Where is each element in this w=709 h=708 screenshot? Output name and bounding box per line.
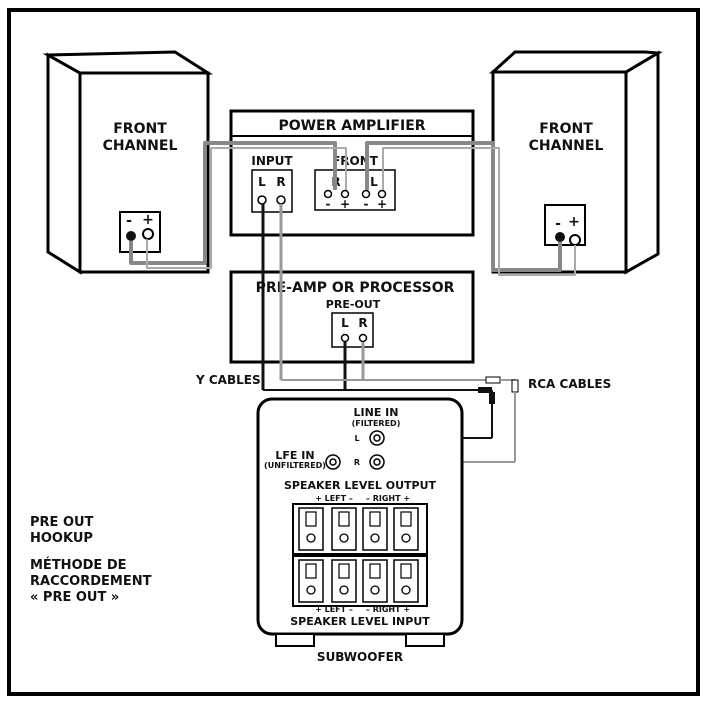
subwoofer-foot-left — [275, 633, 315, 647]
left-speaker-neg-sign: - — [126, 213, 132, 229]
power-amplifier-title: POWER AMPLIFIER — [278, 118, 425, 134]
line-in-label: LINE IN — [354, 406, 399, 419]
right-speaker-terminal-plate — [544, 204, 586, 246]
output-terminal-screw-3 — [370, 533, 380, 543]
caption-line-4: RACCORDEMENT — [30, 574, 152, 589]
preout-r-jack — [358, 333, 368, 343]
input-terminal-screw-4 — [401, 585, 411, 595]
lfe-in-unfiltered-label: (UNFILTERED) — [264, 461, 326, 470]
input-terminal-slot-1 — [305, 563, 317, 579]
amp-out-l-label: L — [370, 175, 378, 189]
output-terminal-screw-4 — [401, 533, 411, 543]
left-front-speaker — [42, 50, 214, 275]
caption-line-2: HOOKUP — [30, 531, 93, 546]
line-in-r-jack-center — [373, 458, 381, 466]
input-right-polarity-label: – RIGHT + — [366, 605, 410, 614]
preamp-title: PRE-AMP OR PROCESSOR — [256, 280, 455, 296]
input-terminal-screw-2 — [339, 585, 349, 595]
amp-out-l-pos-sign: + — [377, 197, 387, 211]
right-speaker-wire — [365, 141, 576, 276]
amp-out-r-pos-sign: + — [340, 197, 350, 211]
input-left-polarity-label: + LEFT – — [315, 605, 353, 614]
output-terminal-slot-4 — [400, 511, 412, 527]
input-terminal-slot-4 — [400, 563, 412, 579]
output-terminal-slot-3 — [369, 511, 381, 527]
lfe-in-label: LFE IN — [275, 449, 314, 462]
amp-input-l-label: L — [258, 175, 266, 189]
preout-label: PRE-OUT — [326, 298, 381, 311]
left-speaker-pos-terminal — [142, 228, 154, 240]
output-terminal-screw-2 — [339, 533, 349, 543]
speaker-level-output-label: SPEAKER LEVEL OUTPUT — [284, 479, 437, 492]
left-speaker-label-1: FRONT — [113, 121, 167, 137]
speaker-level-input-terminals — [292, 555, 428, 607]
right-speaker-neg-sign: - — [555, 216, 561, 232]
amp-input-r-jack — [276, 195, 286, 205]
right-speaker-neg-terminal — [555, 232, 565, 242]
amp-input-r-label: R — [276, 175, 285, 189]
y-cable-left — [261, 204, 492, 391]
left-speaker-neg-terminal — [126, 231, 136, 241]
output-terminal-1 — [298, 507, 324, 551]
right-speaker-label-1: FRONT — [539, 121, 593, 137]
input-terminal-slot-2 — [338, 563, 350, 579]
outer-frame — [7, 8, 700, 696]
input-terminal-screw-1 — [306, 585, 316, 595]
amp-out-r-pos-terminal — [340, 189, 350, 199]
right-speaker-pos-terminal — [569, 234, 581, 246]
input-terminal-screw-3 — [370, 585, 380, 595]
input-terminal-slot-3 — [369, 563, 381, 579]
preout-panel — [331, 312, 374, 348]
speaker-level-output-terminals — [292, 503, 428, 555]
preout-l-jack — [340, 333, 350, 343]
y-cables-label: Y CABLES — [195, 373, 261, 387]
right-speaker-label-2: CHANNEL — [529, 138, 604, 154]
amp-input-label: INPUT — [251, 154, 293, 168]
output-terminal-slot-2 — [338, 511, 350, 527]
line-in-r-label: R — [354, 458, 360, 467]
speaker-level-input-label: SPEAKER LEVEL INPUT — [290, 615, 430, 628]
output-terminal-4 — [393, 507, 419, 551]
rca-cables-label: RCA CABLES — [528, 377, 611, 391]
line-in-l-label: L — [354, 434, 359, 443]
caption-line-1: PRE OUT — [30, 515, 94, 530]
left-speaker-wire — [129, 141, 347, 269]
subwoofer-foot-right — [405, 633, 445, 647]
amp-out-l-neg-terminal — [361, 189, 371, 199]
output-left-polarity-label: + LEFT – — [315, 494, 353, 503]
amp-out-l-neg-sign: - — [364, 197, 369, 211]
amp-out-r-neg-sign: - — [326, 197, 331, 211]
amp-out-l-pos-terminal — [377, 189, 387, 199]
preout-l-label: L — [341, 316, 349, 330]
amp-front-label: FRONT — [332, 154, 379, 168]
y-cable-right — [279, 204, 486, 381]
output-terminal-slot-1 — [305, 511, 317, 527]
amp-input-panel — [251, 169, 293, 213]
right-speaker-pos-sign: + — [568, 214, 580, 230]
output-right-polarity-label: – RIGHT + — [366, 494, 410, 503]
amp-input-l-jack — [257, 195, 267, 205]
amp-out-r-neg-terminal — [323, 189, 333, 199]
output-terminal-screw-1 — [306, 533, 316, 543]
caption-line-5: « PRE OUT » — [30, 590, 119, 605]
subwoofer-label: SUBWOOFER — [317, 650, 403, 664]
preout-r-label: R — [358, 316, 367, 330]
right-front-speaker — [489, 50, 663, 275]
line-in-l-jack-center — [373, 434, 381, 442]
left-speaker-pos-sign: + — [142, 212, 154, 228]
left-speaker-label-2: CHANNEL — [103, 138, 178, 154]
lfe-in-jack-center — [329, 458, 337, 466]
line-in-filtered-label: (FILTERED) — [352, 419, 401, 428]
caption-line-3: MÉTHODE DE — [30, 557, 126, 573]
